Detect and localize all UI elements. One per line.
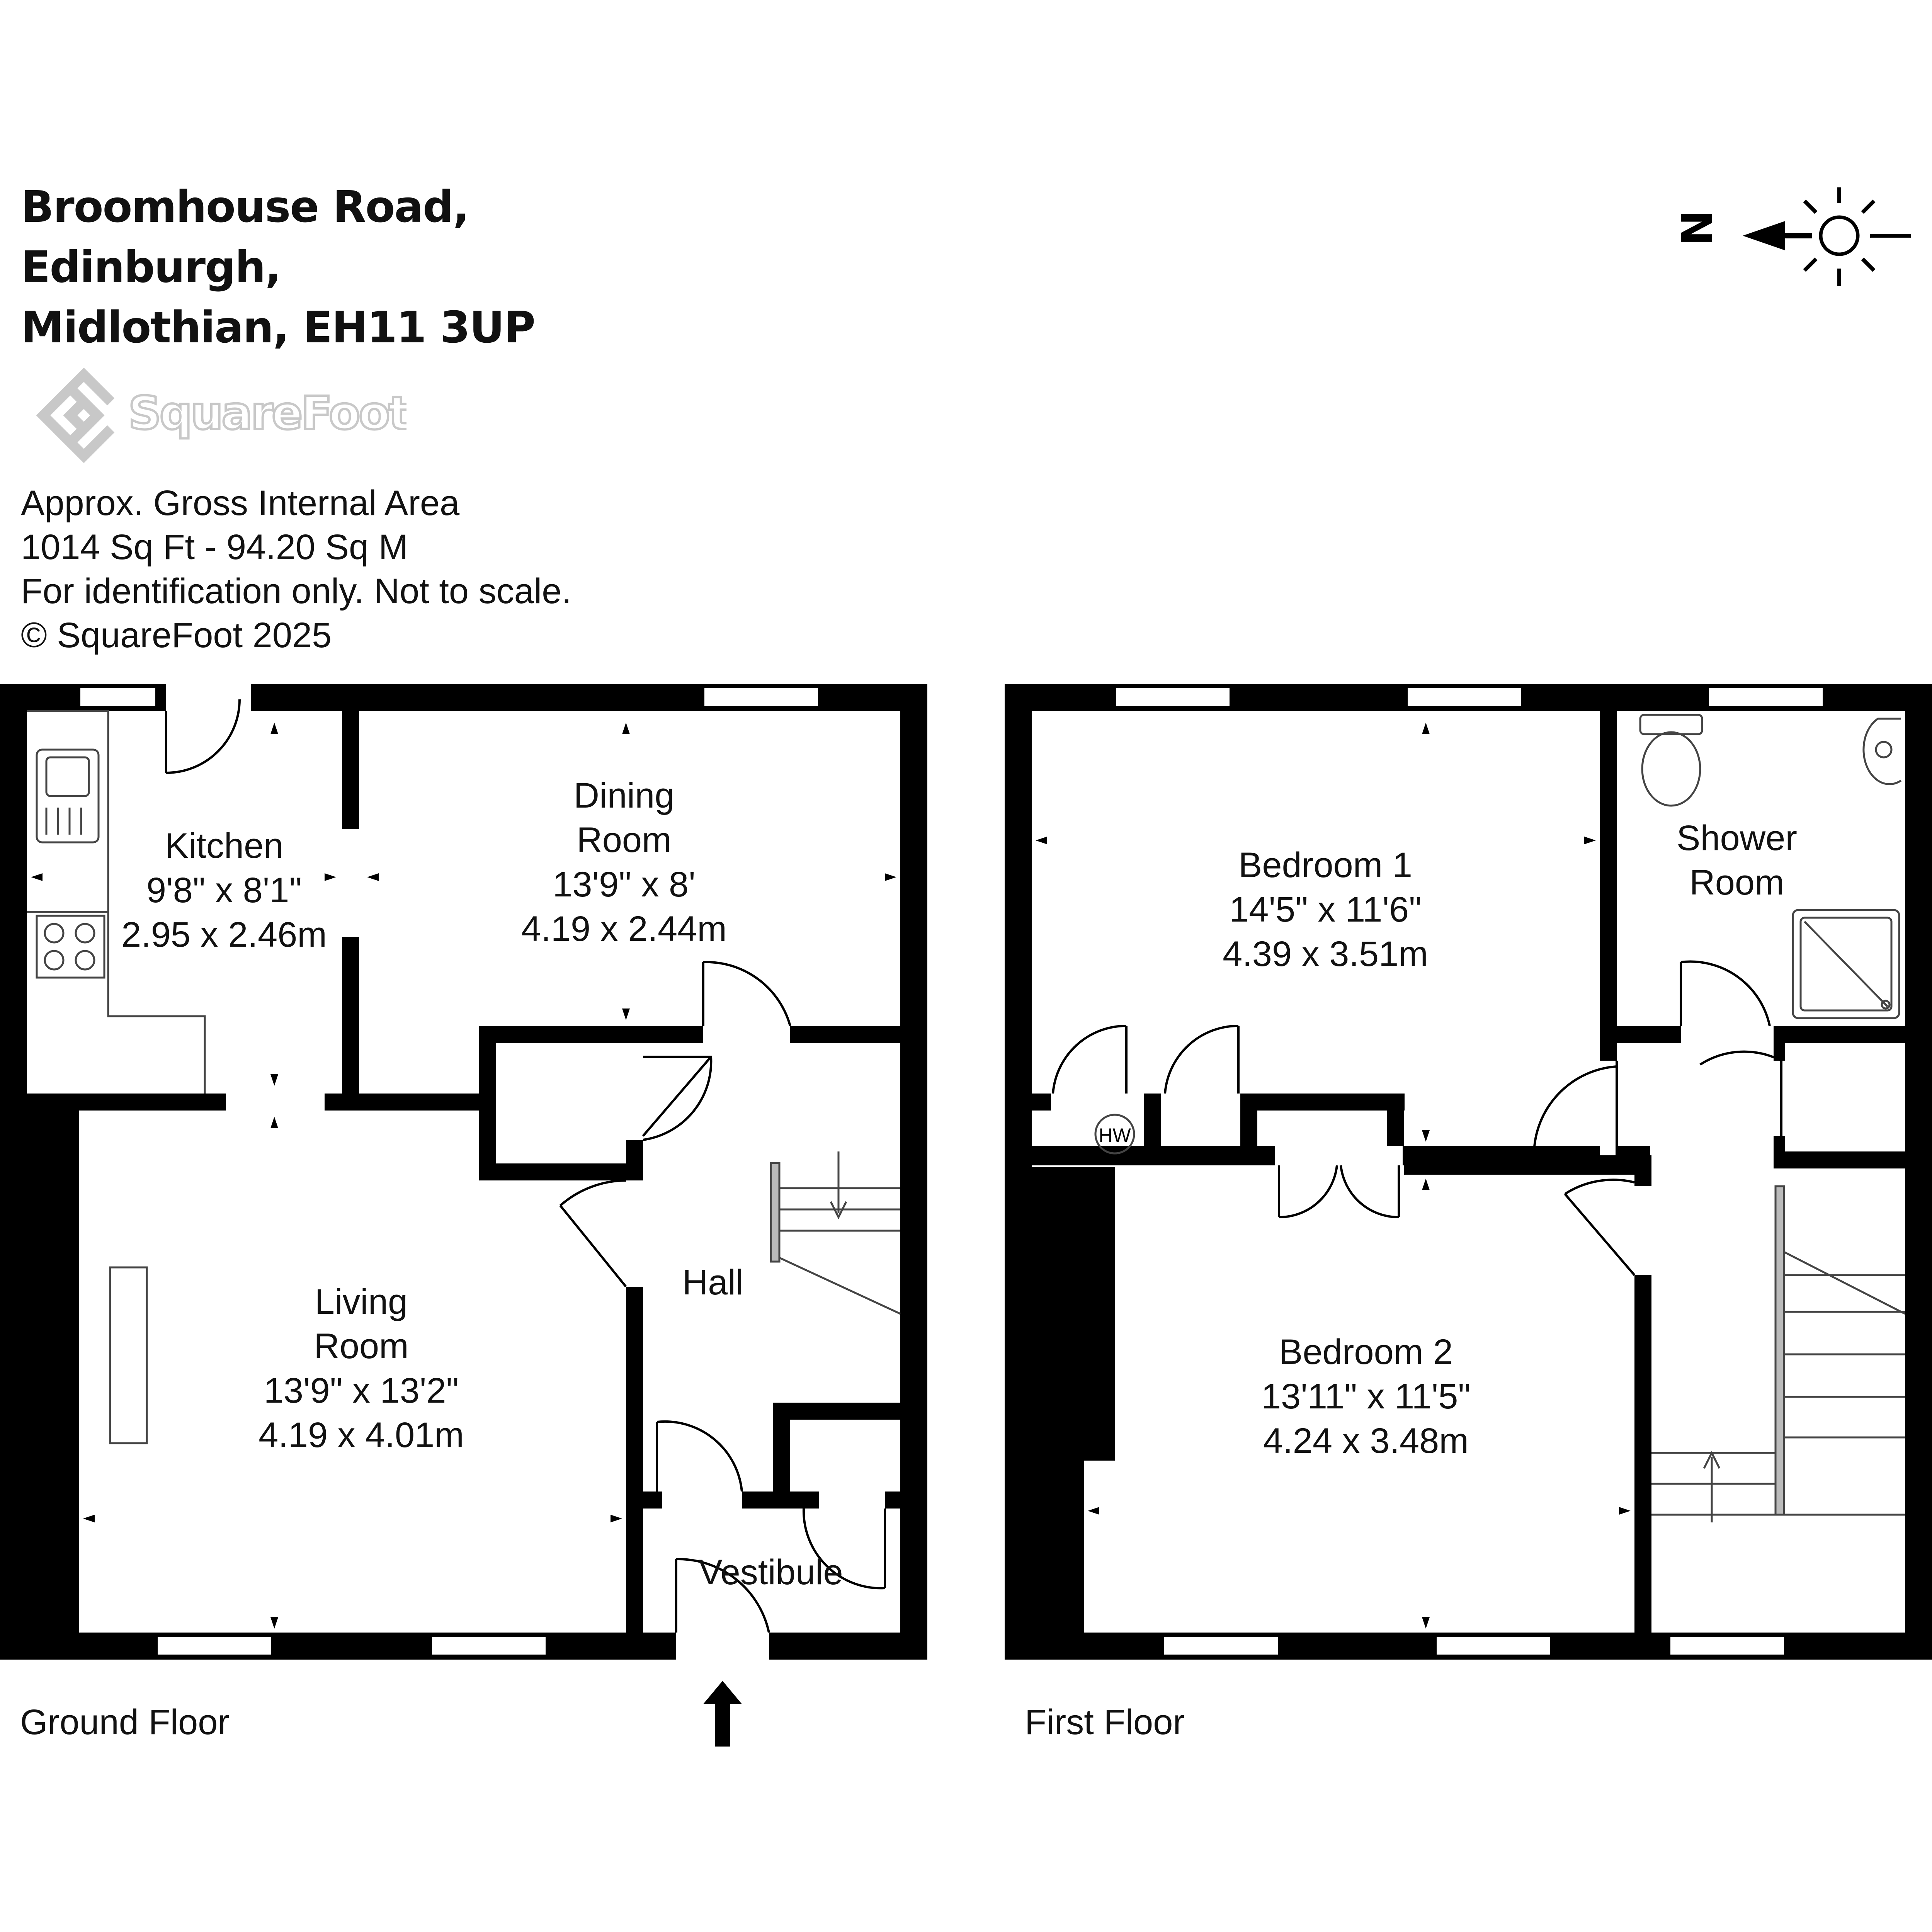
address-line-3: Midlothian, EH11 3UP (21, 303, 536, 353)
kitchen-metric: 2.95 x 2.46m (121, 915, 327, 954)
squarefoot-diamond-logo-icon (36, 367, 115, 463)
bedroom2-metric: 4.24 x 3.48m (1263, 1421, 1469, 1461)
info-line-3: For identification only. Not to scale. (21, 571, 571, 611)
compass: N (1672, 187, 1911, 286)
info-line-4: © SquareFoot 2025 (21, 616, 332, 655)
brand-name: SquareFoot (128, 386, 406, 440)
bedroom2-imperial: 13'11" x 11'5" (1261, 1377, 1471, 1416)
kitchen-imperial: 9'8" x 8'1" (146, 871, 302, 910)
living-imperial: 13'9" x 13'2" (264, 1371, 459, 1410)
hall-name: Hall (682, 1263, 743, 1302)
info-line-2: 1014 Sq Ft - 94.20 Sq M (21, 527, 408, 567)
bedroom2-name: Bedroom 2 (1279, 1332, 1453, 1372)
area-info: Approx. Gross Internal Area 1014 Sq Ft -… (21, 481, 571, 657)
ground-floor-stairs (770, 1151, 901, 1315)
hw-label: HW (1099, 1124, 1131, 1146)
first-floor-stairs (1651, 1185, 1906, 1522)
bedroom1-name: Bedroom 1 (1238, 845, 1412, 885)
bedroom1-metric: 4.39 x 3.51m (1223, 934, 1428, 974)
address-line-2: Edinburgh, (21, 242, 281, 293)
first-floor-windows (1114, 686, 1825, 1657)
kitchen-fixtures (27, 710, 206, 1444)
vestibule-name: Vestibule (699, 1553, 843, 1592)
ground-floor-doors (165, 684, 886, 1660)
living-name-1: Living (315, 1282, 408, 1321)
info-line-1: Approx. Gross Internal Area (21, 483, 460, 523)
north-letter: N (1672, 210, 1722, 246)
shower-room-fixtures (1639, 714, 1902, 1019)
property-address: Broomhouse Road, Edinburgh, Midlothian, … (21, 177, 536, 358)
living-name-2: Room (314, 1327, 408, 1366)
ground-floor-label: Ground Floor (20, 1702, 230, 1742)
first-floor-plan: HW Bedroom 1 14'5" (1005, 684, 1932, 1660)
dining-name-2: Room (577, 820, 671, 860)
squarefoot-logo: SquareFoot (36, 367, 406, 463)
first-floor-label: First Floor (1025, 1702, 1185, 1742)
shower-name-2: Room (1689, 863, 1784, 902)
first-room-labels: Bedroom 1 14'5" x 11'6" 4.39 x 3.51m Bed… (1223, 818, 1797, 1461)
sun-north-arrow-icon (1743, 187, 1911, 286)
ground-floor-windows (78, 686, 820, 1657)
shower-name-1: Shower (1677, 818, 1797, 858)
kitchen-name: Kitchen (165, 826, 284, 866)
dining-imperial: 13'9" x 8' (553, 865, 696, 904)
bedroom1-imperial: 14'5" x 11'6" (1229, 890, 1422, 929)
living-metric: 4.19 x 4.01m (259, 1415, 464, 1455)
first-dimension-markers (1036, 723, 1631, 1629)
first-floor-doors (1051, 960, 1782, 1276)
ground-dimension-markers (31, 723, 896, 1629)
ground-floor-walls (0, 684, 927, 1660)
hot-water-cylinder: HW (1094, 1114, 1135, 1155)
ground-floor-plan: Kitchen 9'8" x 8'1" 2.95 x 2.46m Dining … (0, 684, 927, 1747)
address-line-1: Broomhouse Road, (21, 182, 469, 232)
entrance-arrow-icon (703, 1681, 742, 1747)
dining-metric: 4.19 x 2.44m (521, 909, 727, 949)
ground-room-labels: Kitchen 9'8" x 8'1" 2.95 x 2.46m Dining … (121, 776, 843, 1592)
dining-name-1: Dining (574, 776, 675, 815)
